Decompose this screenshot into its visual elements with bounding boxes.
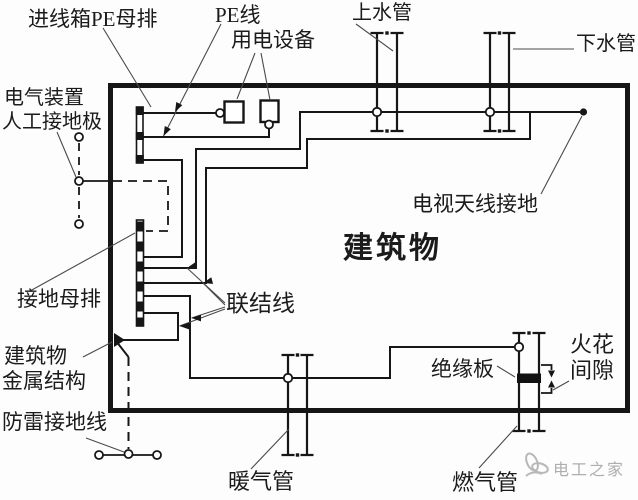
equipment-2-terminal	[264, 119, 274, 130]
label-building-metal-structure-1: 建筑物	[4, 344, 67, 368]
label-lightning-ground-wire: 防雷接地线	[2, 410, 107, 434]
label-incoming-pe-busbar: 进线箱PE母排	[28, 7, 158, 31]
drain-pipe-bond-point	[484, 106, 496, 118]
label-insulation-board: 绝缘板	[431, 357, 494, 381]
watermark-text: 电工之家	[553, 462, 626, 479]
label-bonding-wires: 联结线	[226, 291, 295, 316]
electrode-to-busbar-dashed-link	[113, 180, 169, 232]
artificial-earth-electrode	[74, 132, 111, 229]
heating-pipe	[281, 353, 314, 457]
label-tv-antenna-ground: 电视天线接地	[412, 192, 538, 216]
label-spark-gap-1: 火花	[570, 332, 615, 357]
bonding-wire-metal-structure	[116, 312, 179, 341]
building-outline	[108, 83, 630, 413]
heating-pipe-bond-point	[282, 372, 294, 384]
equipment-box-1	[223, 100, 245, 124]
equipment-box-2	[259, 99, 280, 124]
drain-pipe	[483, 31, 516, 133]
label-pe-wire: PE线	[215, 3, 261, 27]
tv-antenna-ground-dot	[579, 108, 588, 116]
label-electrical-device: 电气装置	[4, 87, 84, 109]
equipment-1-terminal	[215, 108, 225, 118]
spark-gap-symbol	[541, 364, 555, 394]
pe-wire-2	[143, 128, 270, 138]
label-artificial-earth-electrode: 人工接地极	[2, 111, 102, 133]
insulation-board	[517, 373, 541, 383]
label-building-metal-structure-2: 金属结构	[2, 369, 86, 393]
label-drain-pipe: 下水管	[576, 33, 636, 55]
lightning-ground-conductor	[94, 340, 162, 460]
label-heating-pipe: 暖气管	[228, 469, 295, 494]
label-gas-pipe: 燃气管	[452, 470, 519, 495]
pe-to-ground-busbar-link	[143, 159, 183, 258]
label-water-supply-pipe: 上水管	[352, 2, 412, 24]
label-building: 建筑物	[343, 232, 442, 265]
leader-lines	[29, 23, 583, 470]
label-ground-busbar: 接地母排	[17, 287, 101, 311]
watermark-logo-icon	[525, 452, 549, 477]
gas-pipe-bond-point	[513, 341, 525, 353]
label-electrical-equipment: 用电设备	[231, 28, 315, 52]
label-spark-gap-2: 间隙	[570, 358, 615, 383]
incoming-pe-busbar	[135, 106, 144, 164]
water-pipe-bond-point	[371, 106, 383, 118]
ground-busbar	[135, 219, 145, 327]
